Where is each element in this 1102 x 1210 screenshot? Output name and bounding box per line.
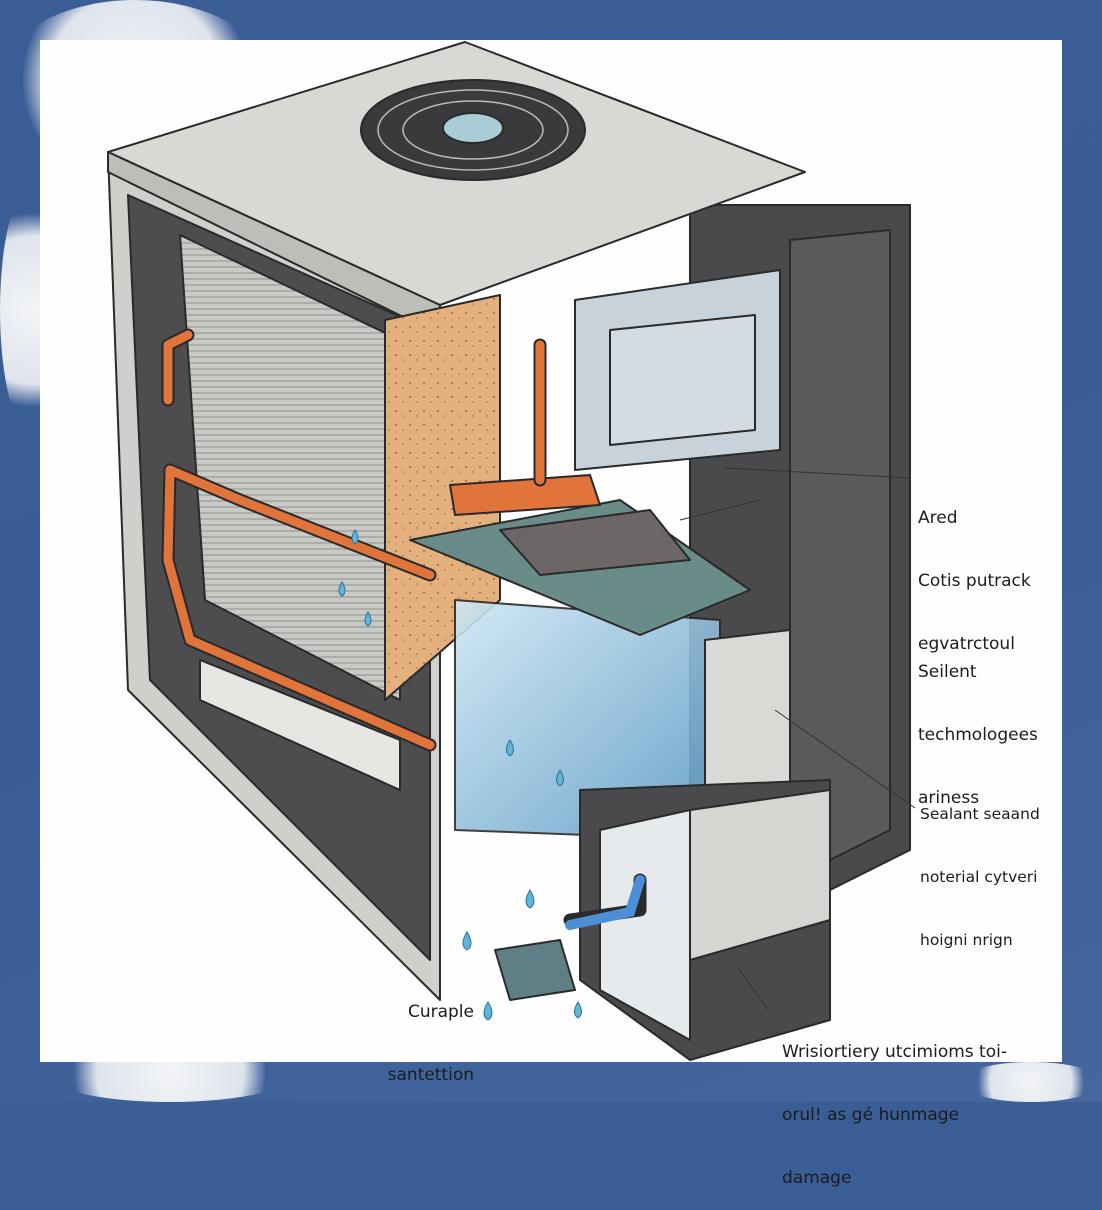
callout-label-5: Wrisiortiery utcimioms toi- orul! as gé … (782, 1000, 1007, 1210)
callout-line: santettion (387, 1065, 474, 1085)
callout-line: Curaple (407, 1002, 474, 1022)
drain-pump (494, 939, 576, 1001)
callout-line: damage (782, 1168, 852, 1188)
callout-label-4: Curaple santettion (350, 960, 474, 1107)
callout-label-2: Seilent techmologees ariness (918, 620, 1038, 830)
callout-line: Wrisiortiery utcimioms toi- (782, 1042, 1007, 1062)
base-tray (199, 659, 401, 791)
water-droplets (338, 529, 582, 1021)
callout-line: Cotis putrack (918, 571, 1031, 591)
callout-line: ariness (918, 788, 980, 808)
leader-lines (679, 467, 916, 1011)
callout-label-1: Ared Cotis putrack egvatrctoul (918, 466, 1031, 676)
callout-line: noterial cytveri (920, 868, 1038, 886)
callout-label-3: Sealant seaand noterial cytveri hoigni n… (920, 762, 1040, 972)
callout-line: hoigni nrign (920, 931, 1013, 949)
insulation-foam (384, 294, 501, 701)
callout-line: techmologees (918, 725, 1038, 745)
blue-drain-hose (565, 875, 645, 930)
callout-line: Ared (918, 508, 958, 528)
callout-line: Seilent (918, 662, 977, 682)
callout-line: egvatrctoul (918, 634, 1015, 654)
ac-unit-cutaway-illustration (107, 41, 916, 1061)
copper-pipes (163, 330, 545, 750)
cloud (960, 1062, 1102, 1102)
fan-hub (442, 112, 504, 144)
callout-line: orul! as gé hunmage (782, 1105, 959, 1125)
callout-line: Sealant seaand (920, 805, 1040, 823)
